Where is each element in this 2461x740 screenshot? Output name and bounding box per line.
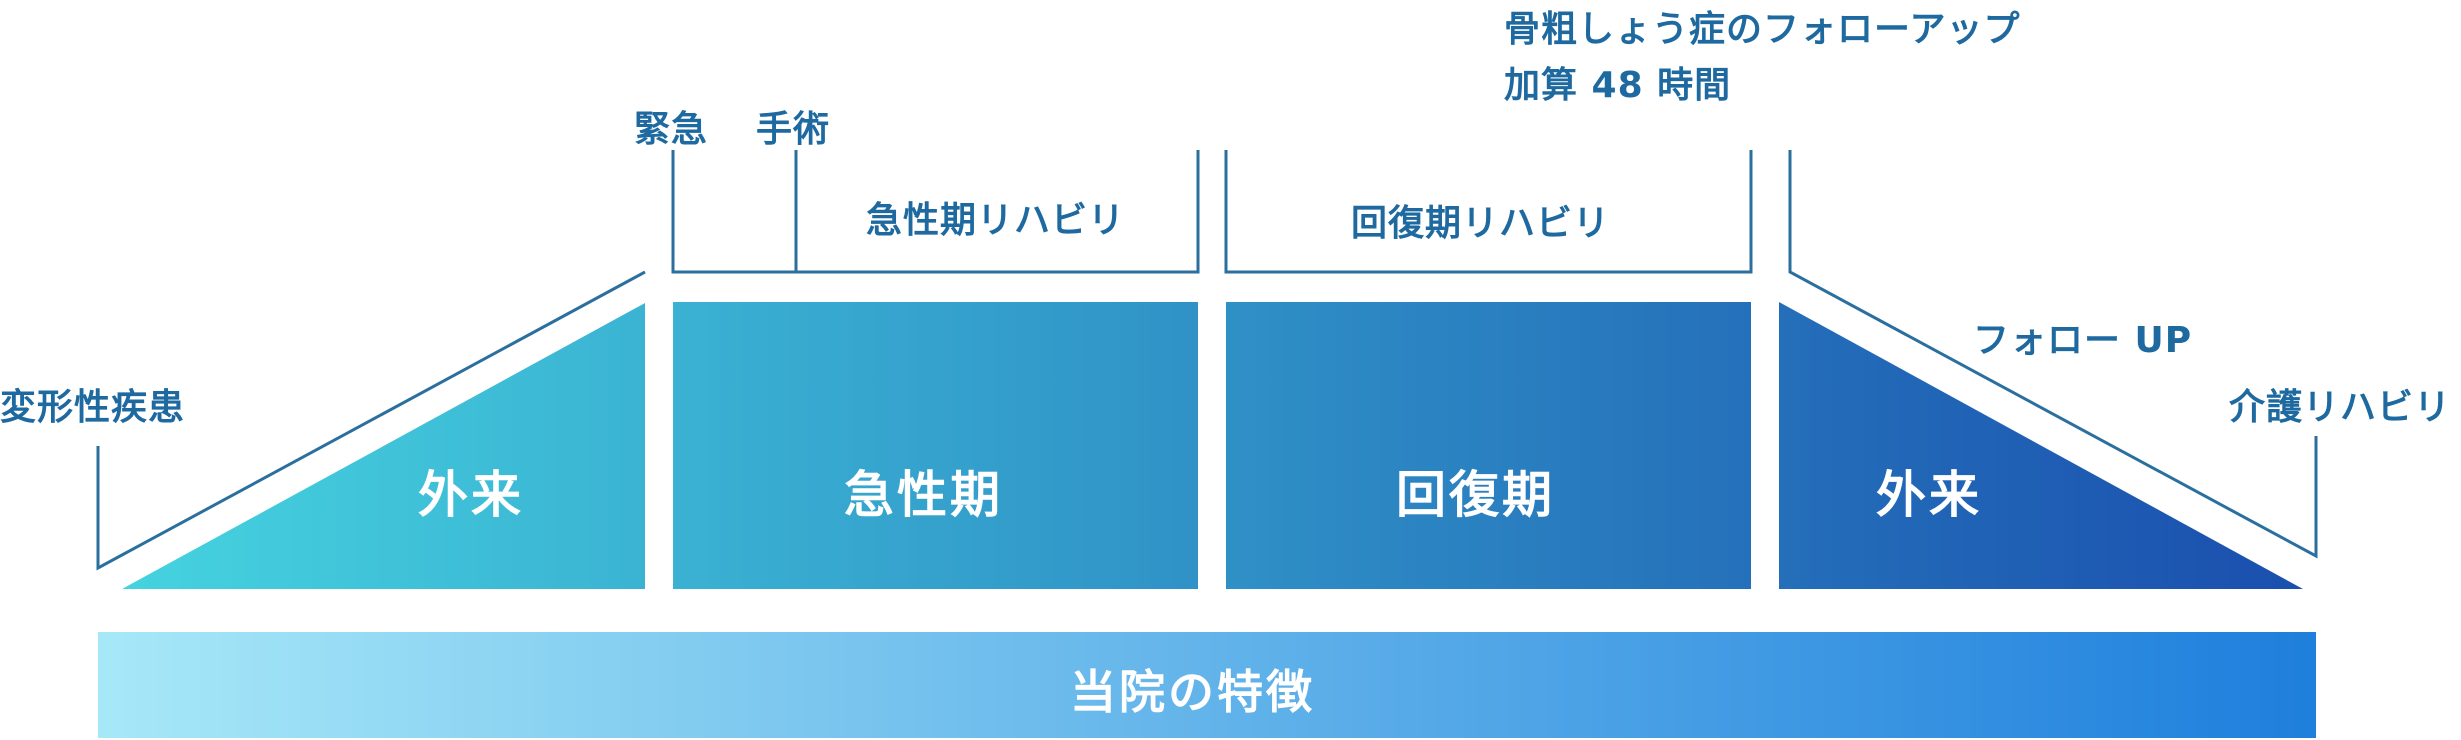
surgery-label: 手術	[756, 109, 831, 150]
outpatient-pre-shape	[122, 303, 645, 589]
acute-shape	[673, 302, 1198, 589]
feature-bar	[98, 632, 2316, 738]
follow-up-label: フォロー UP	[1973, 320, 2193, 361]
follow-up-bracket-line	[1788, 150, 2318, 559]
outpatient-pre-label: 外来	[418, 466, 524, 524]
degenerative-bracket-line	[96, 270, 646, 571]
osteoporosis-hours-label: 加算 48 時間	[1504, 65, 1732, 106]
feature-bar-label: 当院の特徴	[1070, 665, 1315, 719]
recovery-rehab-label: 回復期リハビリ	[1351, 203, 1611, 244]
degenerative-disease-label: 変形性疾患	[0, 387, 186, 428]
acute-rehab-label: 急性期リハビリ	[866, 200, 1126, 241]
recovery-rehab-bracket-line	[1224, 150, 1753, 274]
recovery-phase-label: 回復期	[1396, 466, 1555, 524]
osteoporosis-follow-up-label: 骨粗しょう症のフォローアップ	[1504, 9, 2021, 50]
outpatient-post-label: 外来	[1876, 466, 1982, 524]
acute-rehab-bracket-line	[671, 150, 1200, 274]
outpatient-post-shape	[1779, 302, 2303, 589]
recovery-shape	[1226, 302, 1751, 589]
care-rehab-label: 介護リハビリ	[2229, 387, 2452, 428]
acute-phase-label: 急性期	[844, 466, 1003, 524]
emergency-label: 緊急	[634, 109, 709, 150]
